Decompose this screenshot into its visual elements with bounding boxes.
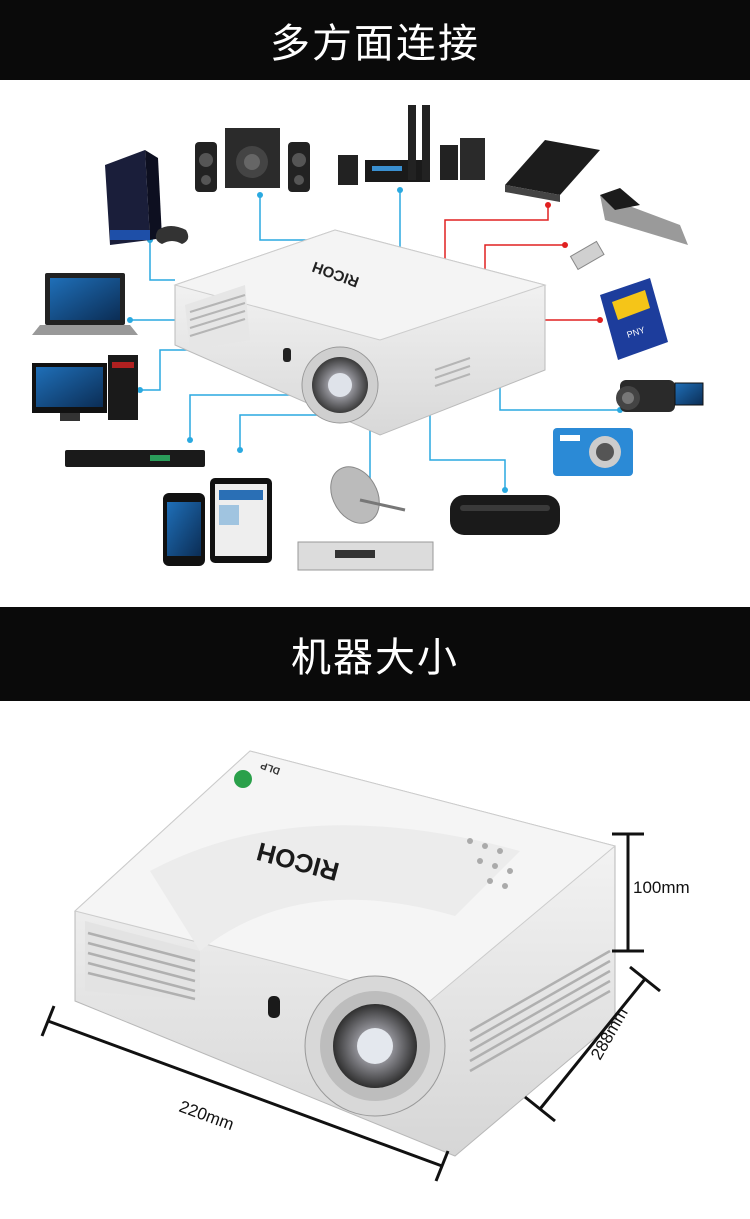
sd-card-icon: PNY: [600, 278, 668, 360]
usb-flash-drive-icon: [569, 188, 688, 271]
hard-drive-icon: [505, 140, 600, 202]
laptop-icon: [32, 273, 138, 335]
section-banner-size: 机器大小: [0, 607, 750, 701]
satellite-receiver-icon: [297, 466, 434, 571]
game-console-icon: [105, 150, 189, 245]
dimension-height: [612, 832, 644, 953]
home-theater-icon: [338, 105, 485, 185]
dimension-depth: [524, 965, 661, 1123]
speaker-system-icon: [195, 128, 310, 192]
projector-image: RICOH: [173, 229, 547, 436]
dimension-height-label: 100mm: [633, 878, 690, 897]
tv-box-icon: [450, 495, 560, 535]
section-title-connect: 多方面连接: [270, 21, 480, 67]
dvd-player-icon: [65, 450, 205, 467]
desktop-pc-icon: [32, 355, 138, 421]
size-diagram: DLP RICOH 100mm 288mm 220mm: [40, 750, 690, 1182]
dimension-width: [40, 1005, 450, 1182]
section-banner-connect: 多方面连接: [0, 0, 750, 80]
dimension-width-label: 220mm: [177, 1097, 237, 1134]
connectivity-diagram: RICOH PNY: [32, 105, 704, 571]
digital-camera-icon: [553, 428, 633, 476]
tablet-icon: [210, 478, 272, 563]
section-title-size: 机器大小: [291, 635, 459, 681]
camcorder-icon: [616, 380, 704, 412]
projector-large-image: DLP RICOH: [73, 750, 617, 1157]
smartphone-icon: [163, 493, 205, 566]
